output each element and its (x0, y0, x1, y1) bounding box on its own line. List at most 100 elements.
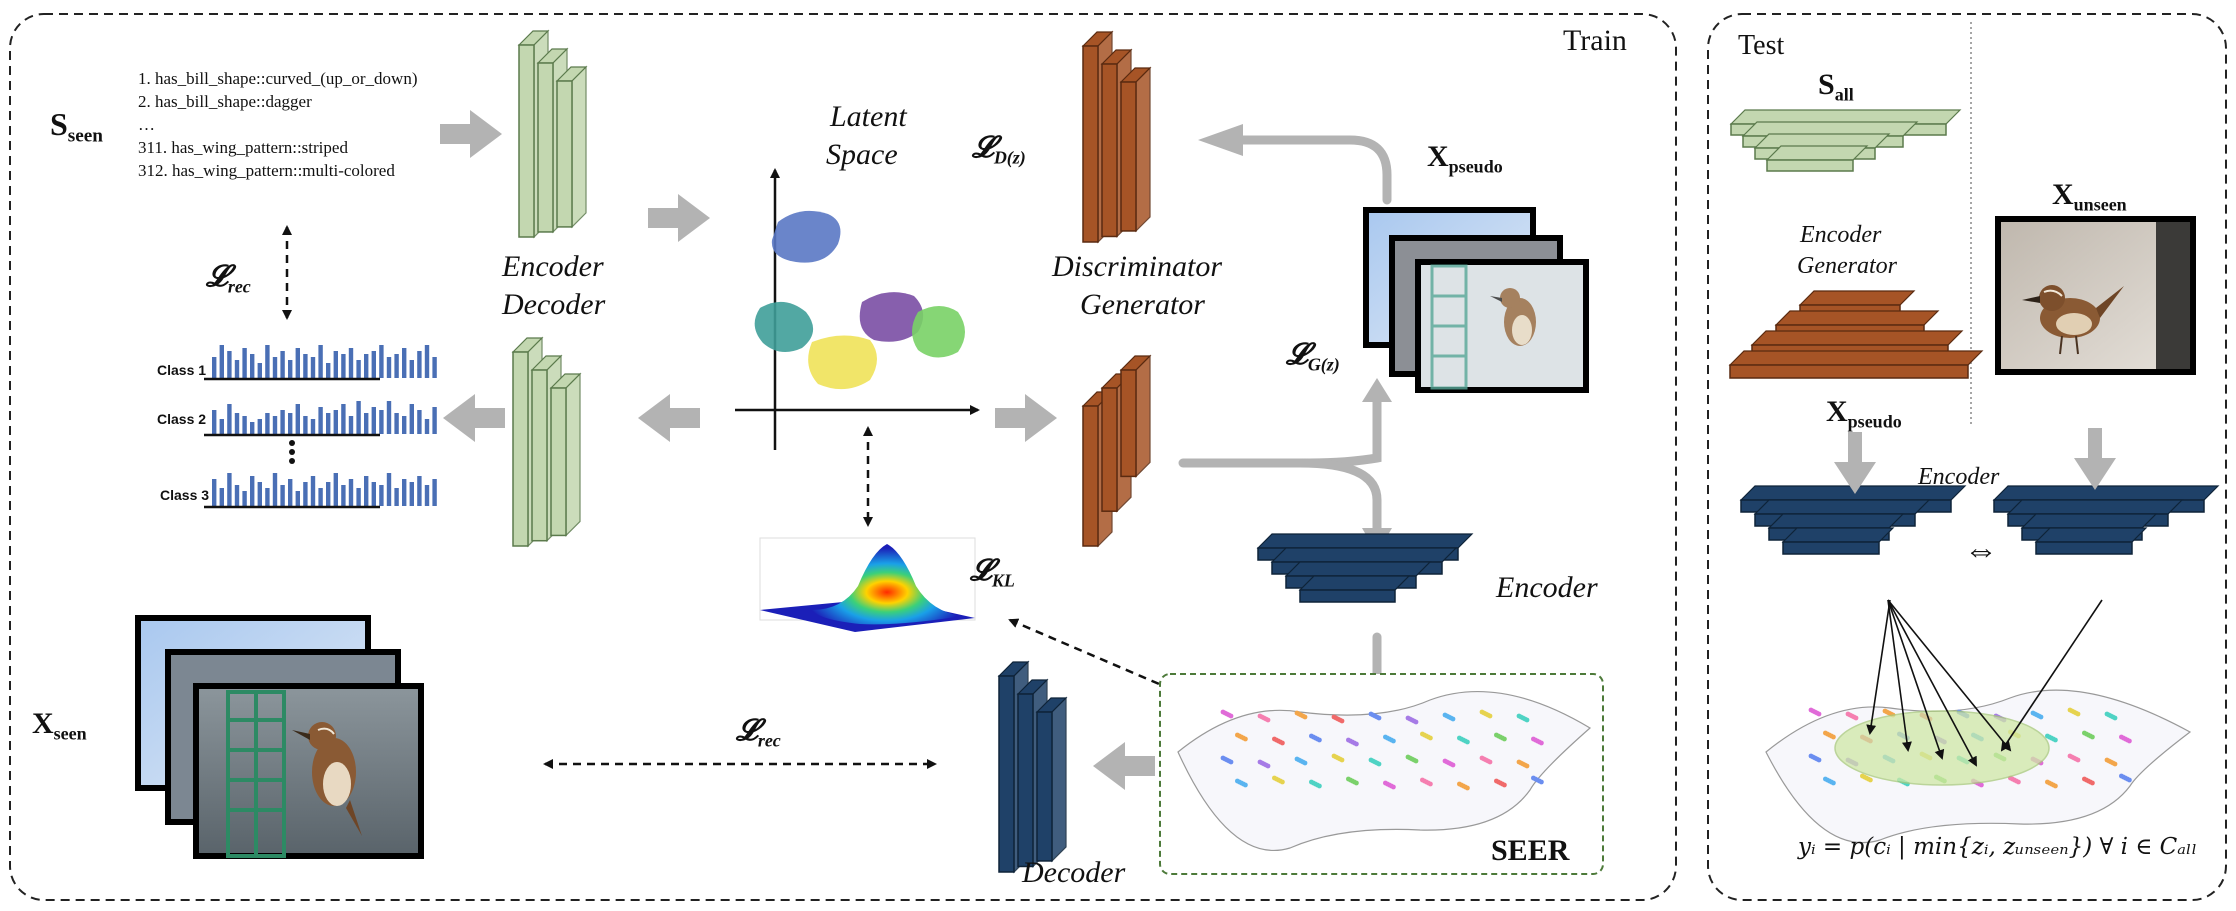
class-bar (250, 476, 255, 506)
class-bar (326, 413, 331, 434)
embedding-point (1302, 714, 1308, 720)
train-panel (9, 13, 1677, 901)
embedding-point (1816, 711, 1822, 717)
plate-face (1729, 364, 1969, 379)
class-bar (272, 357, 278, 378)
embedding-cluster (1516, 759, 1530, 769)
class-bar (394, 413, 399, 434)
embedding-cluster (1860, 773, 1873, 783)
embedding-cluster (1823, 776, 1836, 786)
block-face (1036, 711, 1053, 862)
s-all-label: Sall (1818, 68, 1854, 105)
block-face (1082, 405, 1099, 547)
discriminator-label: Discriminator (1052, 250, 1223, 283)
embedding-point (2038, 714, 2044, 720)
block-face (1120, 369, 1137, 478)
cluster-blue (771, 210, 841, 263)
embedding-cluster (1346, 737, 1359, 747)
test-query-arrows (1866, 599, 2103, 767)
embedding-cluster (1457, 781, 1470, 791)
class-bar (379, 345, 384, 378)
class-bar (326, 482, 331, 506)
class-bar (227, 351, 232, 378)
class-bar (227, 404, 232, 434)
class-bar (432, 479, 437, 506)
plate-top (1765, 145, 1869, 161)
class-bar (280, 410, 285, 434)
class-bar (356, 488, 361, 506)
embedding-cluster (1845, 711, 1859, 721)
nearest-class-region (1834, 710, 2050, 786)
embedding-point (1502, 782, 1507, 788)
class-bar (272, 416, 278, 434)
class-bar (333, 473, 338, 506)
equivalence-symbol: ⇔ (1964, 532, 1998, 569)
class-bar (288, 479, 293, 506)
embedding-point (1317, 783, 1322, 789)
embedding-cluster (1479, 755, 1493, 765)
block-side (565, 372, 581, 537)
attribute-item: 312. has_wing_pattern::multi-colored (138, 161, 395, 180)
embedding-cluster (1420, 731, 1433, 741)
embedding-point (2053, 737, 2058, 743)
class-bar (212, 357, 217, 378)
plate-top (1753, 499, 1931, 515)
embedding-cluster (1220, 755, 1234, 765)
embedding-point (1376, 761, 1382, 767)
embedding-cluster (1346, 776, 1359, 786)
class-bar (386, 401, 392, 434)
class-bar (356, 360, 361, 378)
encoder-block-unseen (1992, 485, 2220, 555)
test-title: Test (1738, 30, 1785, 61)
class-bar (310, 476, 316, 506)
plate-top (1284, 561, 1432, 577)
embedding-cluster (1309, 779, 1322, 789)
embedding-cluster (2067, 707, 2081, 717)
class-bar (242, 348, 247, 378)
class-bar (364, 354, 369, 378)
class-bar (318, 345, 323, 378)
embedding-cluster (1479, 709, 1493, 719)
class-2-label: Class 2 (157, 411, 207, 427)
embedding-cluster (1823, 730, 1836, 740)
embedding-point (2112, 715, 2118, 721)
class-bar (386, 357, 392, 378)
class-bar (242, 491, 247, 506)
cluster-purple (859, 292, 924, 342)
embedding-cluster (1531, 736, 1544, 746)
class-bar (417, 351, 422, 378)
embedding-cluster (1272, 736, 1285, 746)
plate-top (2006, 499, 2184, 515)
plate-top (1774, 310, 1940, 326)
latent-label: Latent (830, 100, 907, 133)
embedding-point (2127, 738, 2132, 744)
block-side (571, 65, 587, 229)
embedding-cluster (1272, 775, 1285, 785)
plate-top (1781, 527, 1895, 543)
embedding-point (1524, 717, 1530, 723)
block-face (1082, 45, 1099, 243)
gaussian-kl-plot (759, 537, 976, 632)
class-bar (424, 345, 430, 378)
seer-manifold-sheet (1177, 691, 1592, 852)
embedding-cluster (2119, 773, 2132, 783)
class-bar (227, 473, 232, 506)
classification-formula: yᵢ = p(cᵢ | min{zᵢ, zᵤₙₛₑₑₙ}) ∀ i ∈ Cₐₗₗ (1798, 834, 2198, 860)
embedding-point (1228, 759, 1234, 765)
embedding-cluster (2030, 710, 2044, 720)
embedding-cluster (1331, 714, 1345, 724)
embedding-cluster (1442, 758, 1456, 768)
embedding-cluster (1531, 775, 1544, 785)
block-side (1051, 696, 1067, 863)
block-side (1135, 66, 1151, 233)
class-bar (409, 404, 414, 434)
embedding-point (1539, 779, 1544, 785)
generator-block (1081, 354, 1152, 548)
class-bar (409, 482, 414, 506)
embedding-point (1280, 740, 1285, 746)
wren-bird (292, 722, 362, 836)
embedding-point (1339, 757, 1345, 763)
embedding-point (1280, 779, 1285, 785)
class-bar (250, 354, 255, 378)
